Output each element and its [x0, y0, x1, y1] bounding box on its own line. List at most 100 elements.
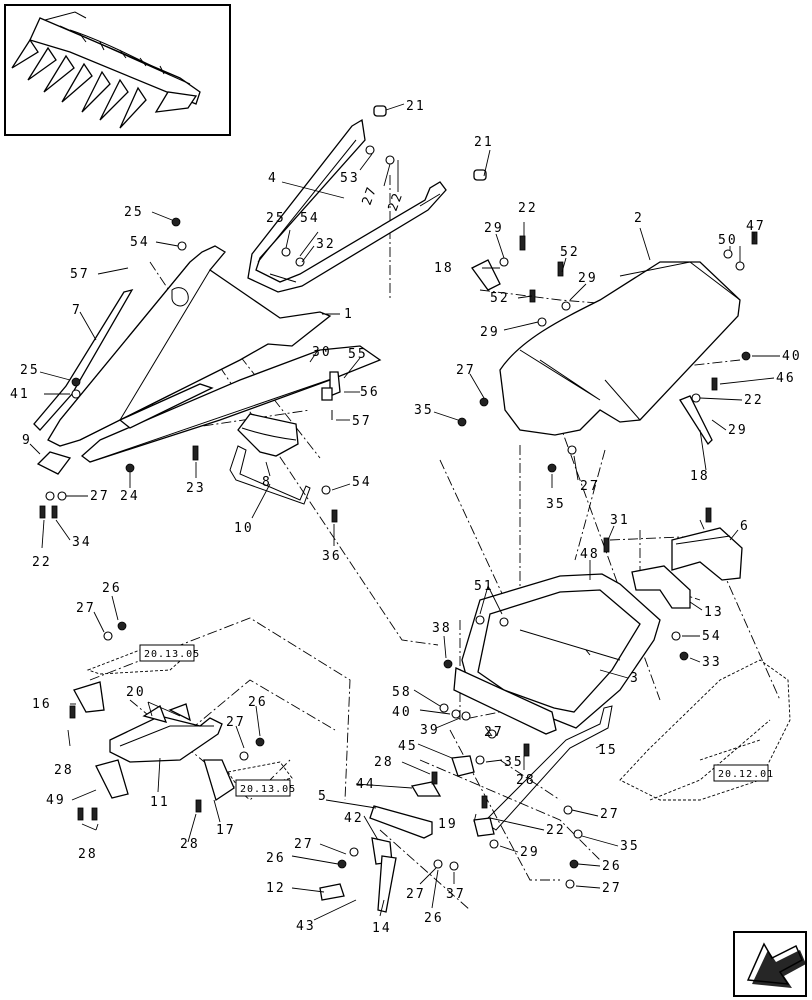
callout-5: 5	[318, 789, 328, 804]
callout-8: 8	[262, 475, 272, 490]
callout-30: 30	[312, 345, 332, 360]
part-3-frame	[453, 573, 661, 735]
callout-52a: 52	[560, 245, 580, 260]
leader-lines	[29, 103, 780, 921]
callout-21b: 21	[474, 135, 494, 150]
callout-35b: 35	[546, 497, 566, 512]
callout-23: 23	[186, 481, 206, 496]
callout-22c: 22	[518, 201, 538, 216]
callout-27i: 27	[294, 837, 314, 852]
callout-27a: 27	[360, 184, 381, 208]
callout-54c: 54	[352, 475, 372, 490]
part-7-strip	[33, 288, 134, 431]
callout-18b: 18	[690, 469, 710, 484]
callout-14: 14	[372, 921, 392, 936]
callout-27d: 27	[580, 479, 600, 494]
callout-29a: 29	[484, 221, 504, 236]
part-1-left-divider	[47, 245, 382, 463]
fasteners	[39, 217, 758, 889]
callout-11: 11	[150, 795, 170, 810]
corn-header-thumbnail-icon	[4, 4, 231, 136]
reference-boxes: 20.13.05 20.13.05 20.12.01	[139, 644, 774, 797]
callout-12: 12	[266, 881, 286, 896]
callout-51: 51	[474, 579, 494, 594]
callout-29b: 29	[578, 271, 598, 286]
callout-57b: 57	[352, 414, 372, 429]
callout-55: 55	[348, 347, 368, 362]
callout-27k: 27	[406, 887, 426, 902]
callout-47: 47	[746, 219, 766, 234]
callout-22a: 22	[386, 190, 407, 214]
callout-27h: 27	[600, 807, 620, 822]
callout-26d: 26	[602, 859, 622, 874]
callout-50: 50	[718, 233, 738, 248]
part-10-rod	[229, 445, 311, 505]
callout-57a: 57	[70, 267, 90, 282]
callout-48: 48	[580, 547, 600, 562]
callout-28e: 28	[374, 755, 394, 770]
callout-28b: 28	[78, 847, 98, 862]
callout-22d: 22	[744, 393, 764, 408]
callout-6: 6	[740, 519, 750, 534]
callout-22b: 22	[32, 555, 52, 570]
callout-27c: 27	[456, 363, 476, 378]
callout-13: 13	[704, 605, 724, 620]
callout-34: 34	[72, 535, 92, 550]
callout-26a: 26	[102, 581, 122, 596]
callout-41: 41	[10, 387, 30, 402]
callout-22e: 22	[546, 823, 566, 838]
callout-49: 49	[46, 793, 66, 808]
callout-32: 32	[316, 237, 336, 252]
callout-29c: 29	[480, 325, 500, 340]
part-15-rod	[487, 705, 613, 831]
callout-3: 3	[630, 671, 640, 686]
part-ghost-header-frame	[619, 659, 791, 801]
callout-37: 37	[446, 887, 466, 902]
callout-7: 7	[72, 303, 82, 318]
callout-17: 17	[216, 823, 236, 838]
callout-53: 53	[340, 171, 360, 186]
callout-56: 56	[360, 385, 380, 400]
callout-46: 46	[776, 371, 796, 386]
callout-26b: 26	[248, 695, 268, 710]
callout-35d: 35	[620, 839, 640, 854]
callout-39: 39	[420, 723, 440, 738]
callout-35a: 35	[414, 403, 434, 418]
callout-27b: 27	[90, 489, 110, 504]
callout-38: 38	[432, 621, 452, 636]
callout-54d: 54	[702, 629, 722, 644]
callout-58: 58	[392, 685, 412, 700]
callout-19: 19	[438, 817, 458, 832]
callout-35c: 35	[504, 755, 524, 770]
callout-2: 2	[634, 211, 644, 226]
callout-25c: 25	[20, 363, 40, 378]
callout-4: 4	[268, 171, 278, 186]
callout-42: 42	[344, 811, 364, 826]
ref-c: 20.12.01	[718, 769, 774, 780]
callout-15: 15	[598, 743, 618, 758]
callout-27g: 27	[484, 725, 504, 740]
ref-b: 20.13.05	[240, 784, 296, 795]
callout-9: 9	[22, 433, 32, 448]
callout-1: 1	[344, 307, 354, 322]
callout-54a: 54	[300, 211, 320, 226]
part-9-tip	[36, 451, 72, 475]
callout-10: 10	[234, 521, 254, 536]
callout-24: 24	[120, 489, 140, 504]
callout-25b: 25	[124, 205, 144, 220]
callout-27j: 27	[602, 881, 622, 896]
callout-45: 45	[398, 739, 418, 754]
callout-28d: 28	[516, 773, 536, 788]
part-5-assembly	[319, 755, 495, 913]
previous-page-arrow-icon[interactable]	[733, 931, 807, 997]
callout-21a: 21	[406, 99, 426, 114]
callout-28a: 28	[54, 763, 74, 778]
callout-18a: 18	[434, 261, 454, 276]
part-2-cover	[471, 259, 741, 446]
callout-29d: 29	[728, 423, 748, 438]
part-6-13-brackets	[631, 527, 743, 609]
callout-40b: 40	[392, 705, 412, 720]
callout-29e: 29	[520, 845, 540, 860]
callout-27e: 27	[76, 601, 96, 616]
ref-a: 20.13.05	[144, 649, 200, 660]
